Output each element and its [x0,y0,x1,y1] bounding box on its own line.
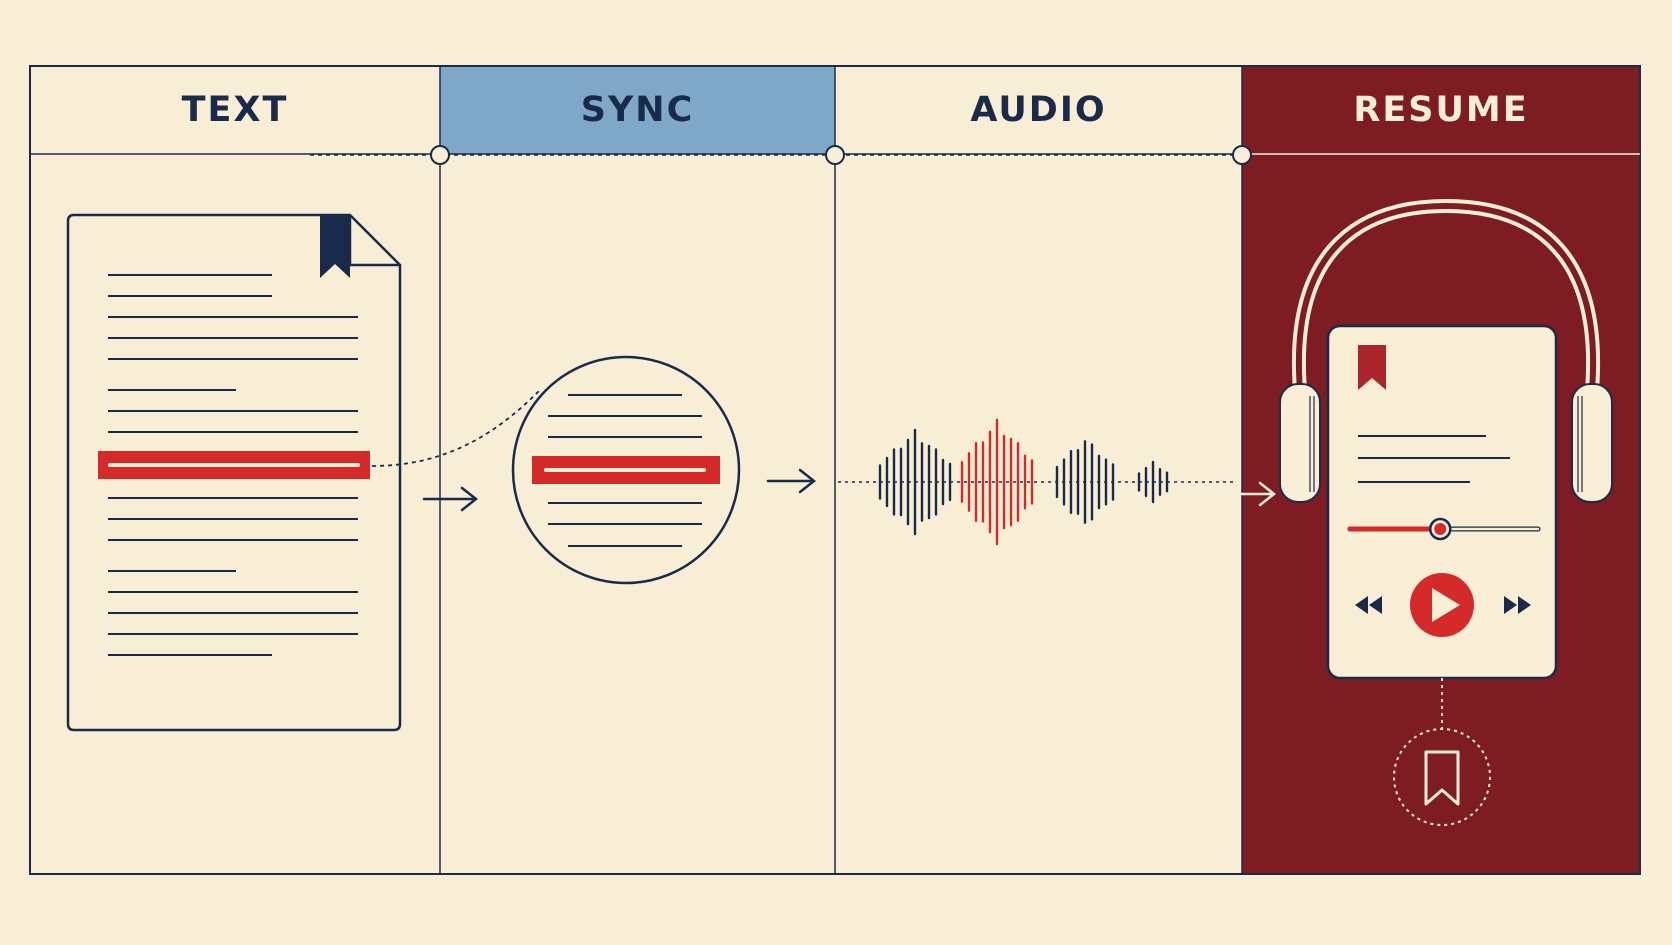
fast-forward-icon[interactable] [1504,596,1531,614]
header-sync: SYNC [580,90,695,130]
timeline-node [1232,145,1252,165]
magnifier-lens-icon [511,355,741,585]
connector-dashed [371,389,541,467]
bookmark-icon [320,215,350,278]
arrow-right-icon [1222,481,1277,507]
document-icon [66,213,402,732]
progress-bar[interactable] [1347,517,1541,541]
rewind-icon[interactable] [1352,596,1382,614]
header-resume: RESUME [1353,90,1529,130]
header-text: TEXT [181,90,289,130]
bookmark-icon [1424,750,1460,806]
timeline-node [430,145,450,165]
arrow-right-icon [766,468,817,494]
arrow-right-icon [422,486,479,512]
play-button[interactable] [1410,573,1474,637]
waveform-icon [878,418,1169,546]
sync-header-bg [440,66,835,154]
play-icon [1432,588,1460,622]
bookmark-icon [1358,345,1386,390]
progress-knob[interactable] [1428,517,1452,541]
bookmark-badge[interactable] [1393,728,1491,826]
header-audio: AUDIO [970,90,1107,130]
timeline-node [825,145,845,165]
headphones-icon [1279,198,1613,503]
